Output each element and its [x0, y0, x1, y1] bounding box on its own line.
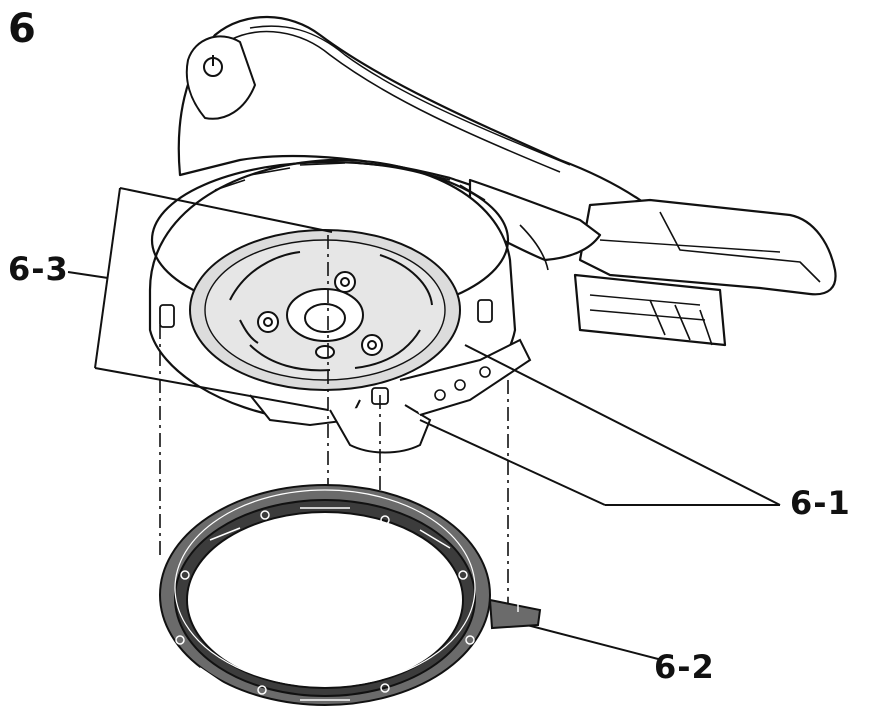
bracket-6-3: [67, 187, 333, 411]
callout-6-3: 6-3: [8, 250, 69, 288]
callout-6-2: 6-2: [654, 648, 715, 686]
power-icon: [203, 55, 223, 77]
housing-lower: [249, 338, 532, 454]
sander-handle: [177, 15, 837, 347]
seal-ring: [159, 484, 542, 706]
callout-6-1: 6-1: [790, 484, 851, 522]
base-plate: [159, 229, 493, 405]
step-number: 6: [8, 6, 37, 52]
